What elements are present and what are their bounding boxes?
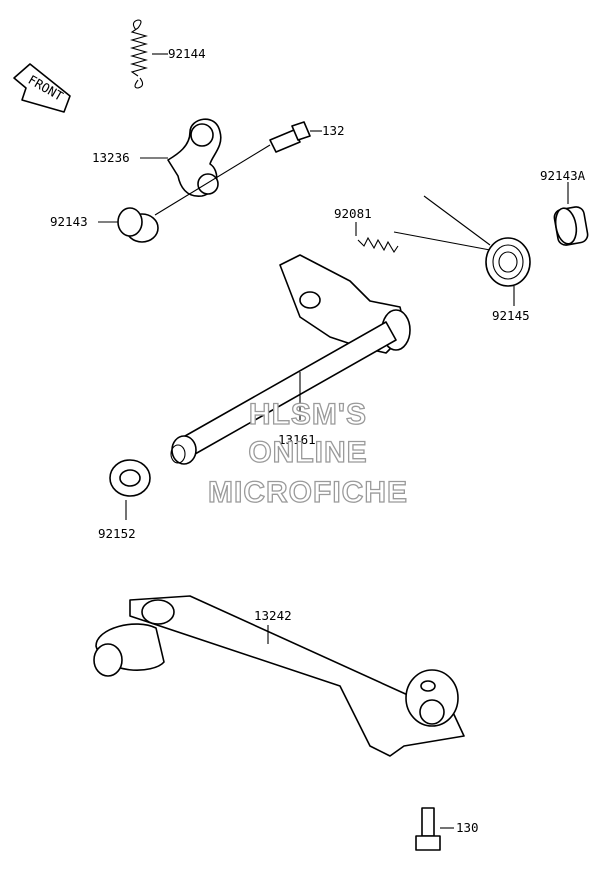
part-washer-92152[interactable]: 92152: [98, 459, 151, 541]
label-92145: 92145: [492, 308, 530, 323]
part-spring-92145[interactable]: 92145: [393, 195, 531, 323]
part-collar-92143[interactable]: 92143: [50, 207, 159, 243]
label-132: 132: [322, 123, 345, 138]
part-bolt-130[interactable]: 130: [415, 807, 479, 851]
part-collar-92143A[interactable]: 92143A: [540, 168, 589, 246]
label-92144: 92144: [168, 46, 206, 61]
label-13236: 13236: [92, 150, 130, 165]
watermark: HLSM'S ONLINE MICROFICHE: [207, 397, 408, 509]
label-130: 130: [456, 820, 479, 835]
part-shaft-13161[interactable]: 13161: [170, 254, 411, 465]
front-direction-arrow: FRONT: [13, 63, 71, 113]
watermark-line-3: MICROFICHE: [208, 476, 408, 509]
label-92143A: 92143A: [540, 168, 586, 183]
part-bolt-132[interactable]: 132: [269, 121, 345, 153]
watermark-line-2: ONLINE: [248, 436, 367, 469]
label-13161: 13161: [278, 432, 316, 447]
part-spring-92144[interactable]: 92144: [129, 19, 206, 89]
watermark-line-1: HLSM'S: [249, 398, 367, 431]
part-spring-92081[interactable]: 92081: [334, 206, 399, 254]
label-92081: 92081: [334, 206, 372, 221]
part-lever-13236[interactable]: 13236: [92, 118, 222, 197]
label-13242: 13242: [254, 608, 292, 623]
assembly-guide-line: [154, 144, 271, 216]
label-92152: 92152: [98, 526, 136, 541]
label-92143: 92143: [50, 214, 88, 229]
part-pedal-13242[interactable]: 13242: [93, 595, 465, 757]
